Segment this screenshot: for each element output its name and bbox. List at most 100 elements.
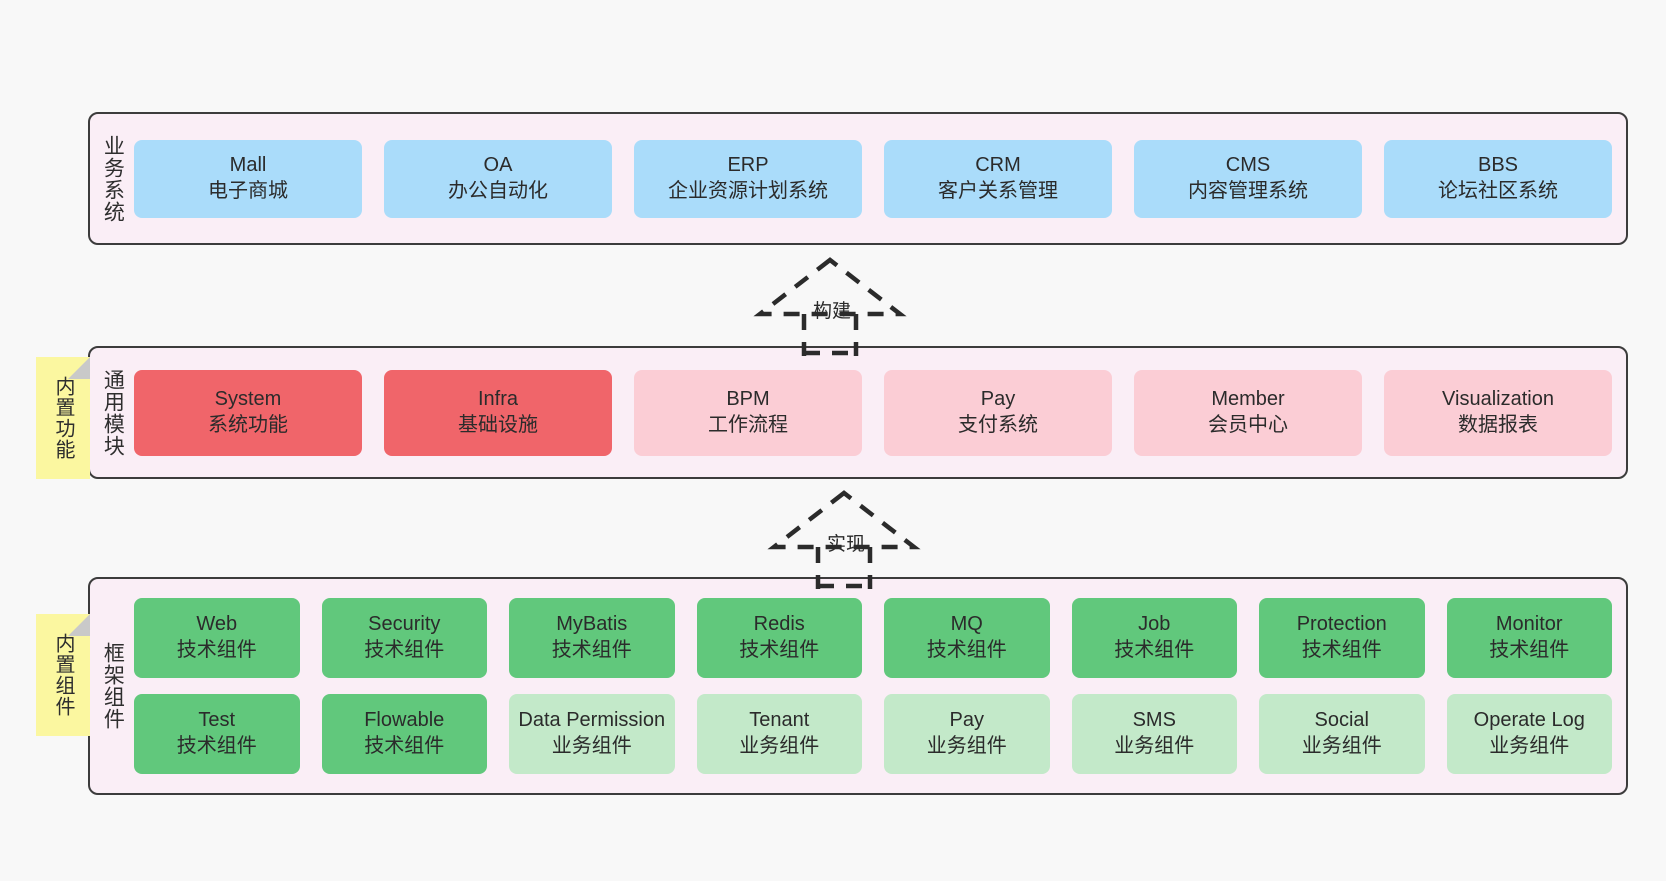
card-bpm[interactable]: BPM 工作流程: [634, 369, 862, 456]
card-subtitle: 基础设施: [458, 413, 538, 436]
card-subtitle: 企业资源计划系统: [668, 179, 828, 202]
card-subtitle: 技术组件: [176, 639, 257, 661]
common-modules-row: System 系统功能 Infra 基础设施 BPM 工作流程 Pay 支付系统…: [134, 369, 1612, 456]
sticky-note-builtin-features: 内置功能: [36, 357, 90, 479]
card-title: Operate Log: [1473, 709, 1585, 732]
card-title: Web: [196, 613, 238, 636]
card-mq[interactable]: MQ 技术组件: [884, 598, 1050, 678]
layer-framework-components-body: Web 技术组件 Security 技术组件 MyBatis 技术组件 Redi…: [134, 579, 1626, 793]
card-member[interactable]: Member 会员中心: [1134, 369, 1362, 456]
card-title: Protection: [1296, 613, 1387, 636]
card-subtitle: 技术组件: [364, 735, 445, 757]
layer-common-modules-body: System 系统功能 Infra 基础设施 BPM 工作流程 Pay 支付系统…: [134, 348, 1626, 477]
card-title: Social: [1314, 709, 1369, 732]
card-subtitle: 办公自动化: [448, 179, 548, 202]
card-title: OA: [483, 153, 513, 176]
card-title: Pay: [980, 387, 1016, 410]
card-title: Tenant: [749, 709, 810, 732]
connector-build-label: 构建: [812, 301, 852, 322]
card-subtitle: 业务组件: [1489, 735, 1570, 757]
card-title: Monitor: [1495, 613, 1563, 636]
card-operate-log[interactable]: Operate Log 业务组件: [1446, 694, 1612, 774]
card-subtitle: 数据报表: [1458, 413, 1538, 436]
card-subtitle: 技术组件: [551, 639, 632, 661]
card-crm[interactable]: CRM 客户关系管理: [884, 139, 1112, 218]
card-title: BBS: [1477, 153, 1519, 176]
sticky-note-builtin-components: 内置组件: [36, 614, 90, 736]
layer-framework-components: 框架组件 Web 技术组件 Security 技术组件 MyBatis 技术组件…: [88, 577, 1628, 795]
layer-business-systems: 业务系统 Mall 电子商城 OA 办公自动化 ERP 企业资源计划系统 CRM…: [88, 112, 1628, 245]
connector-implement-label: 实现: [826, 534, 866, 555]
card-title: Test: [198, 709, 236, 732]
card-pay-component[interactable]: Pay 业务组件: [884, 694, 1050, 774]
card-subtitle: 技术组件: [1114, 639, 1195, 661]
card-visualization[interactable]: Visualization 数据报表: [1384, 369, 1612, 456]
layer-common-modules: 通用模块 System 系统功能 Infra 基础设施 BPM 工作流程 Pay…: [88, 346, 1628, 479]
card-subtitle: 业务组件: [926, 735, 1007, 757]
card-infra[interactable]: Infra 基础设施: [384, 369, 612, 456]
card-social[interactable]: Social 业务组件: [1259, 694, 1425, 774]
card-bbs[interactable]: BBS 论坛社区系统: [1384, 139, 1612, 218]
card-subtitle: 工作流程: [708, 413, 788, 436]
card-subtitle: 技术组件: [1489, 639, 1570, 661]
card-subtitle: 技术组件: [176, 735, 257, 757]
card-sms[interactable]: SMS 业务组件: [1071, 694, 1237, 774]
card-title: Mall: [229, 153, 267, 176]
card-subtitle: 会员中心: [1208, 413, 1288, 436]
card-title: CRM: [975, 153, 1021, 176]
card-redis[interactable]: Redis 技术组件: [696, 598, 862, 678]
card-security[interactable]: Security 技术组件: [321, 598, 487, 678]
card-title: SMS: [1132, 709, 1176, 732]
card-system[interactable]: System 系统功能: [134, 369, 362, 456]
card-web[interactable]: Web 技术组件: [134, 598, 300, 678]
sticky-note-text: 内置功能: [52, 376, 74, 460]
card-subtitle: 业务组件: [1301, 735, 1382, 757]
card-job[interactable]: Job 技术组件: [1071, 598, 1237, 678]
card-protection[interactable]: Protection 技术组件: [1259, 598, 1425, 678]
card-pay-module[interactable]: Pay 支付系统: [884, 369, 1112, 456]
business-systems-row: Mall 电子商城 OA 办公自动化 ERP 企业资源计划系统 CRM 客户关系…: [134, 139, 1612, 218]
card-subtitle: 客户关系管理: [938, 179, 1058, 202]
card-mall[interactable]: Mall 电子商城: [134, 139, 362, 218]
card-title: Visualization: [1442, 387, 1554, 410]
card-title: MQ: [950, 613, 983, 636]
card-title: Infra: [477, 387, 519, 410]
card-oa[interactable]: OA 办公自动化: [384, 139, 612, 218]
card-subtitle: 技术组件: [364, 639, 445, 661]
card-title: MyBatis: [556, 613, 628, 636]
layer-business-systems-body: Mall 电子商城 OA 办公自动化 ERP 企业资源计划系统 CRM 客户关系…: [134, 114, 1626, 243]
card-data-permission[interactable]: Data Permission 业务组件: [509, 694, 675, 774]
framework-biz-row: Test 技术组件 Flowable 技术组件 Data Permission …: [134, 694, 1612, 774]
card-title: Job: [1138, 613, 1171, 636]
card-subtitle: 技术组件: [926, 639, 1007, 661]
dashed-stem-icon: [815, 547, 873, 589]
card-title: CMS: [1225, 153, 1271, 176]
card-title: Pay: [949, 709, 984, 732]
card-subtitle: 内容管理系统: [1188, 179, 1308, 202]
card-monitor[interactable]: Monitor 技术组件: [1446, 598, 1612, 678]
card-cms[interactable]: CMS 内容管理系统: [1134, 139, 1362, 218]
sticky-note-text: 内置组件: [52, 633, 74, 717]
card-title: Flowable: [364, 709, 445, 732]
card-title: ERP: [727, 153, 769, 176]
card-subtitle: 电子商城: [208, 179, 288, 202]
card-subtitle: 技术组件: [739, 639, 820, 661]
card-subtitle: 业务组件: [739, 735, 820, 757]
dashed-stem-icon: [801, 314, 859, 356]
layer-business-systems-label: 业务系统: [101, 134, 125, 223]
card-subtitle: 支付系统: [958, 413, 1038, 436]
card-mybatis[interactable]: MyBatis 技术组件: [509, 598, 675, 678]
card-flowable[interactable]: Flowable 技术组件: [321, 694, 487, 774]
card-test[interactable]: Test 技术组件: [134, 694, 300, 774]
card-title: BPM: [726, 387, 770, 410]
connector-build: 构建: [742, 252, 922, 356]
card-erp[interactable]: ERP 企业资源计划系统: [634, 139, 862, 218]
connector-implement: 实现: [756, 485, 936, 589]
card-subtitle: 业务组件: [551, 735, 632, 757]
card-subtitle: 系统功能: [208, 413, 288, 436]
card-title: Security: [368, 613, 441, 636]
card-title: System: [214, 387, 282, 410]
card-title: Member: [1211, 387, 1285, 410]
card-tenant[interactable]: Tenant 业务组件: [696, 694, 862, 774]
